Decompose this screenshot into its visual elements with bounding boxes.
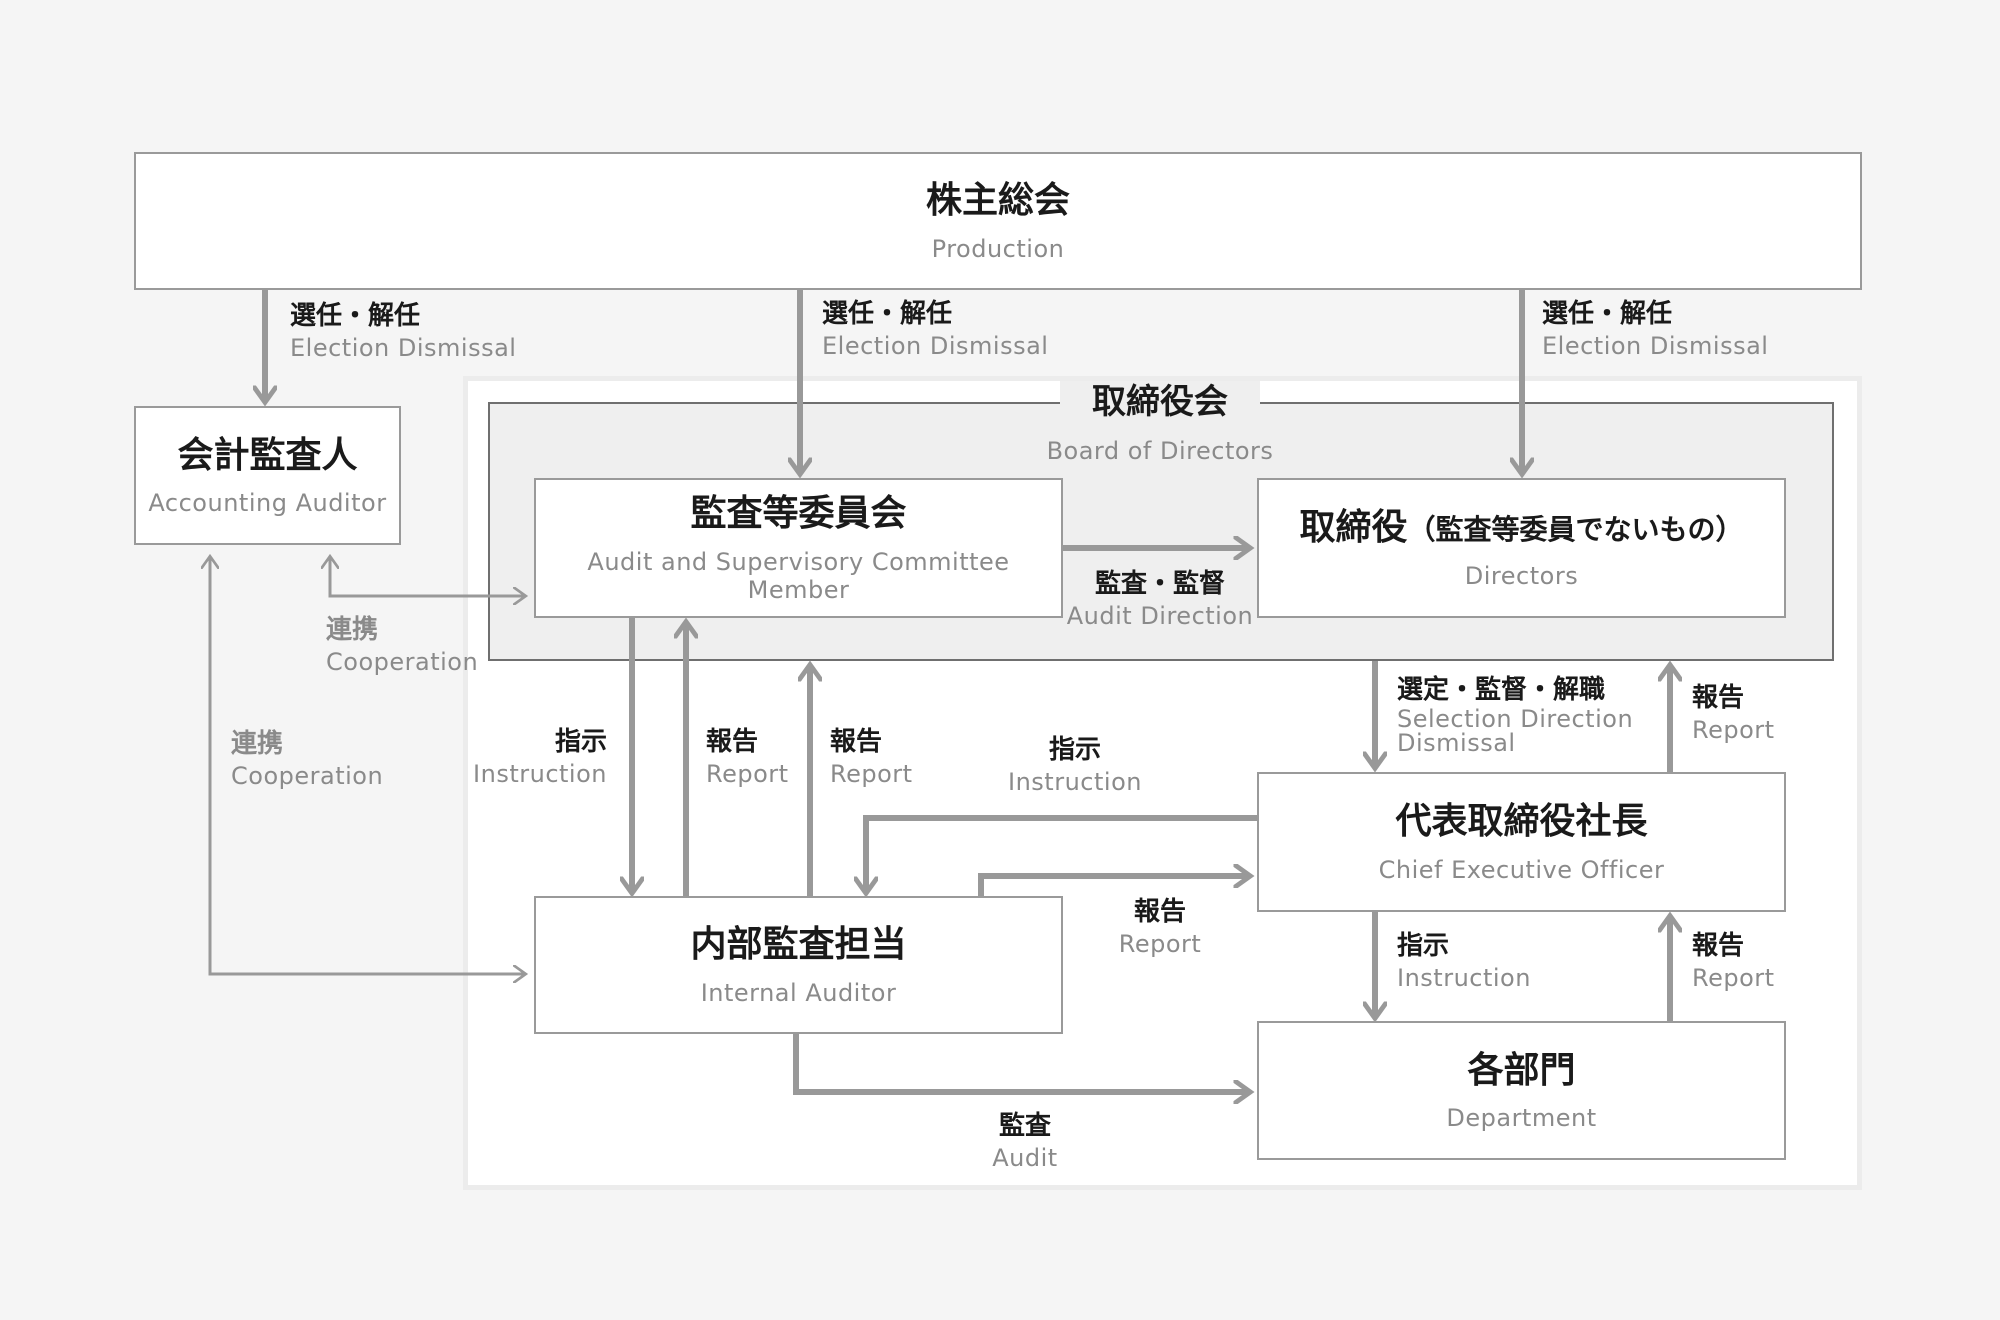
- arrow-cooperation-committee: [330, 558, 524, 596]
- label-report-directors: 報告 Report: [1692, 683, 1775, 744]
- arrow-cooperation-internal: [210, 558, 524, 974]
- label-audit-direction: 監査・監督 Audit Direction: [1066, 569, 1254, 630]
- label-election-1: 選任・解任 Election Dismissal: [290, 301, 517, 362]
- label-election-3: 選任・解任 Election Dismissal: [1542, 299, 1769, 360]
- internal-auditor-box: 内部監査担当 Internal Auditor: [534, 896, 1063, 1034]
- label-report-dept: 報告 Report: [1692, 931, 1775, 992]
- department-jp: 各部門: [1467, 1049, 1576, 1091]
- label-report-to-ceo: 報告 Report: [1118, 897, 1202, 958]
- label-selection: 選定・監督・解職 Selection Direction Dismissal: [1397, 675, 1634, 757]
- audit-committee-jp: 監査等委員会: [690, 493, 907, 535]
- accounting-auditor-box: 会計監査人 Accounting Auditor: [134, 406, 401, 545]
- directors-en: Directors: [1464, 561, 1579, 590]
- arrow-audit: [793, 1034, 1248, 1092]
- ceo-box: 代表取締役社長 Chief Executive Officer: [1257, 772, 1786, 912]
- board-title: 取締役会: [1060, 381, 1260, 424]
- arrow-instruction-ceo: [866, 815, 1257, 891]
- label-instruction-ceo: 指示 Instruction: [1008, 735, 1142, 796]
- label-instruction-dept: 指示 Instruction: [1397, 931, 1531, 992]
- label-cooperation-2: 連携 Cooperation: [231, 729, 384, 790]
- shareholders-box: 株主総会 Production: [134, 152, 1862, 290]
- internal-auditor-en: Internal Auditor: [700, 978, 897, 1007]
- directors-box: 取締役（監査等委員でないもの） Directors: [1257, 478, 1786, 618]
- board-title-en: Board of Directors: [1046, 437, 1274, 465]
- audit-committee-en: Audit and Supervisory Committee Member: [587, 547, 1010, 604]
- label-report-board: 報告 Report: [830, 727, 913, 788]
- board-subtitle: Board of Directors: [1010, 436, 1310, 466]
- board-title-jp: 取締役会: [1092, 382, 1228, 422]
- label-audit: 監査 Audit: [992, 1111, 1058, 1172]
- shareholders-jp: 株主総会: [925, 180, 1070, 222]
- internal-auditor-jp: 内部監査担当: [690, 924, 907, 966]
- department-en: Department: [1446, 1104, 1597, 1133]
- shareholders-en: Production: [931, 234, 1065, 263]
- ceo-jp: 代表取締役社長: [1395, 801, 1648, 843]
- directors-jp-main: 取締役: [1299, 507, 1408, 549]
- department-box: 各部門 Department: [1257, 1021, 1786, 1160]
- label-election-2: 選任・解任 Election Dismissal: [822, 299, 1049, 360]
- label-report-committee: 報告 Report: [706, 727, 789, 788]
- arrow-report-ceo: [978, 876, 1248, 896]
- directors-jp-note: （監査等委員でないもの）: [1407, 513, 1744, 547]
- accounting-auditor-en: Accounting Auditor: [148, 489, 387, 518]
- ceo-en: Chief Executive Officer: [1378, 855, 1665, 884]
- label-cooperation-1: 連携 Cooperation: [326, 615, 479, 676]
- accounting-auditor-jp: 会計監査人: [177, 434, 358, 476]
- label-instruction-committee: 指示 Instruction: [473, 727, 607, 788]
- audit-committee-box: 監査等委員会 Audit and Supervisory Committee M…: [534, 478, 1063, 618]
- directors-jp: 取締役（監査等委員でないもの）: [1299, 506, 1743, 549]
